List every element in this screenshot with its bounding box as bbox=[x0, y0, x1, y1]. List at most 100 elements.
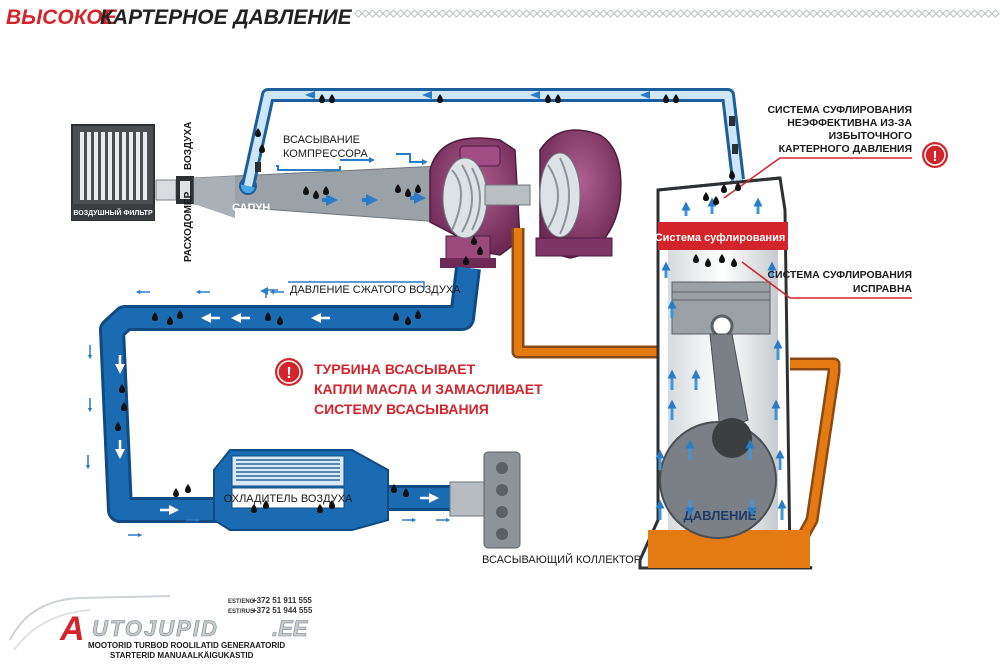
header-dot bbox=[627, 9, 636, 18]
tagline-line-2: STARTERID MANUAALKÄIGUKASTID bbox=[110, 651, 254, 660]
header-dot bbox=[452, 9, 461, 18]
header-dot bbox=[501, 9, 510, 18]
header-dot bbox=[606, 9, 615, 18]
header-dot bbox=[746, 9, 755, 18]
filter-fin bbox=[122, 132, 126, 200]
oil-drop-icon bbox=[115, 422, 121, 431]
oil-drop-icon bbox=[319, 94, 325, 103]
oil-drop-icon bbox=[303, 186, 309, 195]
filter-fin bbox=[143, 132, 147, 200]
oil-drop-icon bbox=[259, 144, 265, 153]
header-dot bbox=[823, 9, 832, 18]
header-dot bbox=[557, 9, 566, 18]
oil-drop-icon bbox=[719, 254, 725, 263]
header-dot bbox=[865, 9, 874, 18]
charge-air-pipe: ДАВЛЕНИЕ СЖАТОГО ВОЗДУХА bbox=[85, 266, 481, 538]
header-dot bbox=[781, 9, 790, 18]
air-label: ВОЗДУХА bbox=[183, 122, 194, 170]
header-dot bbox=[445, 9, 454, 18]
oil-drop-icon bbox=[405, 316, 411, 325]
header-dot bbox=[578, 9, 587, 18]
header-dot bbox=[851, 9, 860, 18]
oil-drop-icon bbox=[152, 312, 158, 321]
header-dot bbox=[571, 9, 580, 18]
warning-mark-left: ! bbox=[286, 365, 291, 382]
header-dot bbox=[599, 9, 608, 18]
header-dot bbox=[956, 9, 965, 18]
oil-drop-icon bbox=[703, 192, 709, 201]
oil-drop-icon bbox=[555, 94, 561, 103]
header-dot bbox=[984, 9, 993, 18]
flow-arrow-icon bbox=[530, 91, 540, 99]
oil-drop-icon bbox=[403, 488, 409, 497]
header-dot bbox=[977, 9, 986, 18]
air-filter: ВОЗДУШНЫЙ ФИЛЬТР bbox=[71, 124, 155, 221]
phone-eng: +372 51 911 555 bbox=[252, 596, 312, 605]
header-dot bbox=[641, 9, 650, 18]
header-dot bbox=[459, 9, 468, 18]
ineffective-line-1: СИСТЕМА СУФЛИРОВАНИЯ bbox=[767, 104, 912, 116]
header-dot bbox=[725, 9, 734, 18]
exclamation-circle-icon: ! bbox=[922, 142, 948, 168]
flow-arrow-icon bbox=[305, 91, 315, 99]
oil-drop-icon bbox=[263, 500, 269, 509]
oil-drop-icon bbox=[329, 500, 335, 509]
tagline-line-1: MOOTORID TURBOD ROOLILATID GENERAATORID bbox=[88, 641, 285, 650]
engine: Система суфлирования ДАВЛЕНИЕ bbox=[638, 176, 813, 570]
callout-breather-ok: СИСТЕМА СУФЛИРОВАНИЯ ИСПРАВНА bbox=[741, 261, 913, 299]
oil-drop-icon bbox=[185, 484, 191, 493]
header-dot bbox=[424, 9, 433, 18]
header-dot-pattern bbox=[354, 9, 1000, 18]
oil-drop-icon bbox=[731, 258, 737, 267]
header-dot bbox=[788, 9, 797, 18]
callout-breather-ineffective: СИСТЕМА СУФЛИРОВАНИЯ НЕЭФФЕКТИВНА ИЗ-ЗА … bbox=[723, 104, 948, 199]
header-dot bbox=[550, 9, 559, 18]
turbo-warning-line-2: КАПЛИ МАСЛА И ЗАМАСЛИВАЕТ bbox=[314, 381, 543, 397]
header-dot bbox=[522, 9, 531, 18]
header-dot bbox=[837, 9, 846, 18]
header-dot bbox=[963, 9, 972, 18]
header-dot bbox=[403, 9, 412, 18]
breather-system-bar bbox=[658, 222, 788, 250]
header-dot bbox=[774, 9, 783, 18]
filter-fin bbox=[80, 132, 84, 200]
pressure-label: ДАВЛЕНИЕ bbox=[684, 508, 757, 523]
header-dot bbox=[438, 9, 447, 18]
header-dot bbox=[655, 9, 664, 18]
air-filter-label: ВОЗДУШНЫЙ ФИЛЬТР bbox=[73, 208, 153, 217]
header-dot bbox=[718, 9, 727, 18]
title-rest: КАРТЕРНОЕ ДАВЛЕНИЕ bbox=[100, 6, 353, 29]
oil-drop-icon bbox=[477, 246, 483, 255]
oil-drop-icon bbox=[663, 94, 669, 103]
oil-drop-icon bbox=[721, 184, 727, 193]
header-dot bbox=[886, 9, 895, 18]
oil-drop-icon bbox=[317, 504, 323, 513]
flow-arrow-icon bbox=[640, 91, 650, 99]
turbocharger bbox=[429, 129, 622, 268]
oil-drop-icon bbox=[121, 402, 127, 411]
oil-drop-icon bbox=[251, 504, 257, 513]
oil-drop-icon bbox=[313, 190, 319, 199]
header-dot bbox=[921, 9, 930, 18]
compressor-intake: ВСАСЫВАНИЕ КОМПРЕССОРА bbox=[276, 134, 428, 171]
intercooler: ОХЛАДИТЕЛЬ ВОЗДУХА bbox=[213, 449, 389, 531]
header-dot bbox=[970, 9, 979, 18]
ineffective-line-2: НЕЭФФЕКТИВНА ИЗ-ЗА bbox=[787, 117, 912, 129]
logo-letter: A bbox=[59, 610, 85, 648]
header-dot bbox=[879, 9, 888, 18]
ok-line-2: ИСПРАВНА bbox=[853, 283, 913, 295]
header-dot bbox=[410, 9, 419, 18]
header-dot bbox=[536, 9, 545, 18]
header-dot bbox=[396, 9, 405, 18]
oil-drop-icon bbox=[415, 310, 421, 319]
oil-drop-icon bbox=[167, 316, 173, 325]
phone-label-rus: EST/RUS bbox=[228, 609, 254, 615]
header-dot bbox=[417, 9, 426, 18]
header-dot bbox=[753, 9, 762, 18]
compressor-intake-label-1: ВСАСЫВАНИЕ bbox=[283, 134, 360, 146]
header-dot bbox=[739, 9, 748, 18]
header-dot bbox=[690, 9, 699, 18]
filter-fin bbox=[115, 132, 119, 200]
oil-drop-icon bbox=[729, 170, 735, 179]
